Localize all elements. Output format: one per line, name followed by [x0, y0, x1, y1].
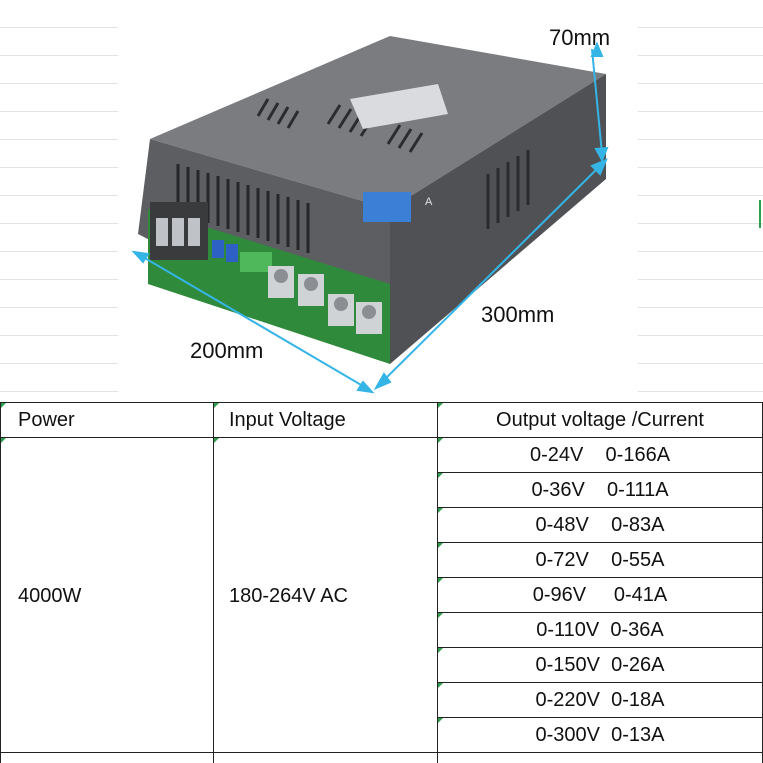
side-vent-slots: [486, 150, 530, 229]
product-photo: [118, 4, 638, 396]
output-row: 0-48V 0-83A: [535, 514, 665, 536]
output-row: 0-300V 0-13A: [535, 724, 665, 746]
input-voltage-value: 180-264V AC: [229, 585, 348, 607]
display-unit-label: A: [425, 196, 433, 208]
cell-edge-marker: [759, 200, 761, 228]
width-dimension-label: 200mm: [190, 338, 264, 363]
header-input-voltage: Input Voltage: [229, 409, 346, 431]
dimension-arrows: [131, 41, 609, 394]
power-supply-illustration: [131, 36, 609, 394]
power-value: 4000W: [18, 585, 82, 607]
signal-connector: [240, 252, 272, 272]
output-row: 0-220V 0-18A: [535, 689, 665, 711]
height-dimension-label: 70mm: [549, 25, 611, 50]
dc-output-terminals: [268, 266, 382, 334]
header-output-voltage-current: Output voltage /Current: [496, 409, 704, 431]
trim-potentiometer: [212, 240, 224, 258]
header-power: Power: [18, 409, 75, 431]
output-row: 0-24V 0-166A: [529, 444, 671, 466]
product-label: [350, 84, 448, 129]
output-row: 0-36V 0-111A: [531, 479, 669, 501]
spec-table: Power Input Voltage Output voltage /Curr…: [0, 402, 763, 763]
length-dimension-label: 300mm: [481, 302, 555, 327]
top-vent-slots: [256, 98, 424, 153]
output-row: 0-96V 0-41A: [532, 584, 668, 606]
digital-display: [363, 192, 411, 222]
output-row: 0-72V 0-55A: [535, 549, 665, 571]
output-row: 0-150V 0-26A: [535, 654, 665, 676]
output-row: 0-110V 0-36A: [536, 619, 664, 641]
